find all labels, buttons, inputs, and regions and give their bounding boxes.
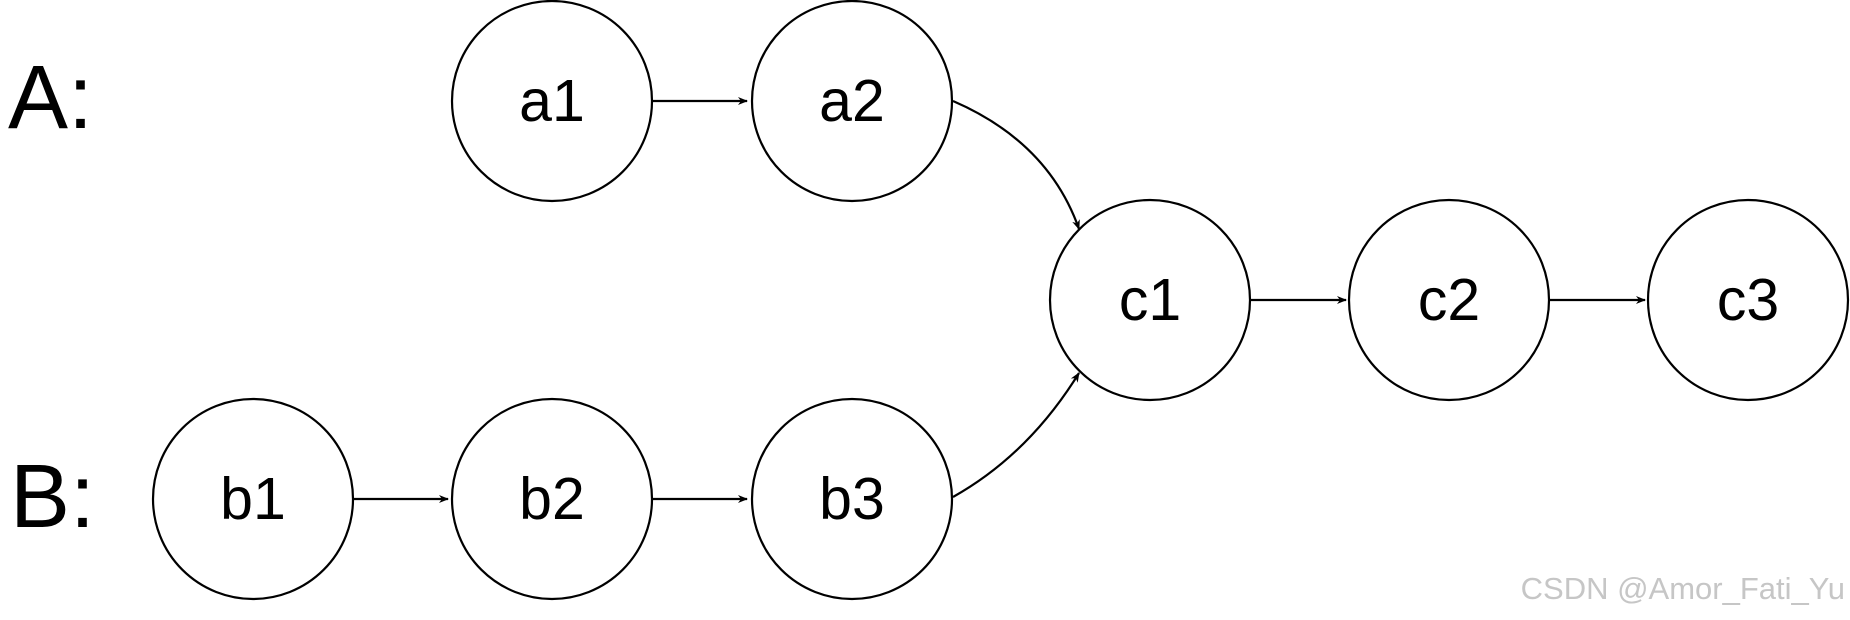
node-b3: b3 [750,397,954,601]
node-a2: a2 [750,0,954,203]
node-a1-label: a1 [519,68,585,134]
node-c3-label: c3 [1717,267,1779,333]
node-b2: b2 [450,397,654,601]
node-a1: a1 [450,0,654,203]
node-c1-label: c1 [1119,267,1181,333]
row-label-a: A: [8,48,93,148]
row-label-b: B: [10,447,95,547]
node-c2-label: c2 [1418,267,1480,333]
edge-a2-c1 [952,99,1081,230]
node-a2-label: a2 [819,68,885,134]
node-c2: c2 [1347,198,1551,402]
node-c1: c1 [1048,198,1252,402]
node-c3: c3 [1646,198,1850,402]
node-b1: b1 [151,397,355,601]
node-b3-label: b3 [819,466,885,532]
node-b1-label: b1 [220,466,286,532]
edge-b3-c1 [952,372,1080,498]
watermark-text: CSDN @Amor_Fati_Yu [1521,571,1845,606]
node-b2-label: b2 [519,466,585,532]
